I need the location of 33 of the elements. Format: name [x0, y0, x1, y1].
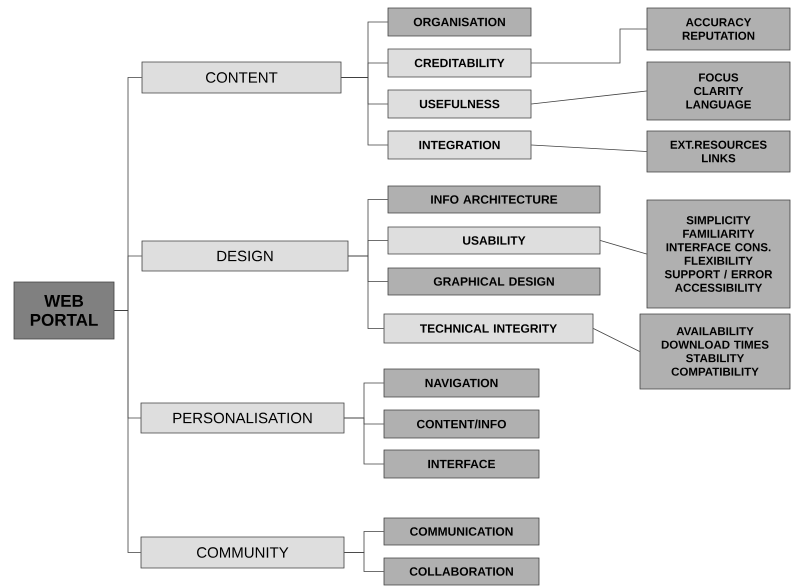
connector-line [600, 240, 647, 254]
subcategory-box: INTEGRATION [388, 130, 532, 160]
subcategory-box: ORGANISATION [388, 8, 532, 36]
subcategory-box: USEFULNESS [388, 90, 532, 118]
subcategory-box: TECHNICAL INTEGRITY [384, 314, 594, 344]
connector-line [341, 77, 388, 146]
subcategory-box: INFO ARCHITECTURE [388, 186, 600, 214]
subcategory-box: COMMUNICATION [384, 518, 540, 546]
criteria-box: AVAILABILITY DOWNLOAD TIMES STABILITY COMPATIBILITY [640, 314, 790, 390]
criteria-box: FOCUS CLARITY LANGUAGE [646, 62, 790, 120]
connector-line [348, 256, 384, 329]
connector-line [344, 418, 384, 464]
category-box: PERSONALISATION [140, 402, 344, 434]
subcategory-box: COLLABORATION [384, 558, 540, 586]
subcategory-box: CREDITABILITY [388, 48, 532, 78]
connector-line [593, 328, 640, 352]
category-box: COMMUNITY [140, 536, 344, 568]
connector-line [531, 28, 647, 64]
connector-line [114, 310, 142, 553]
subcategory-box: GRAPHICAL DESIGN [388, 268, 600, 296]
connector-line [344, 552, 384, 572]
category-box: DESIGN [142, 240, 348, 272]
subcategory-box: INTERFACE [384, 450, 540, 478]
subcategory-box: CONTENT/INFO [384, 410, 540, 438]
category-box: CONTENT [142, 62, 342, 94]
subcategory-box: USABILITY [388, 226, 600, 254]
subcategory-box: NAVIGATION [384, 368, 540, 398]
criteria-box: EXT.RESOURCES LINKS [646, 130, 790, 172]
root-box: WEB PORTAL [14, 282, 114, 340]
connector-line [531, 144, 647, 152]
connector-line [531, 90, 647, 104]
criteria-box: ACCURACY REPUTATION [646, 8, 790, 50]
criteria-box: SIMPLICITY FAMILIARITY INTERFACE CONS. FLEXIBILITY SUPPORT / ERROR ACCESSIBILITY [646, 200, 790, 308]
